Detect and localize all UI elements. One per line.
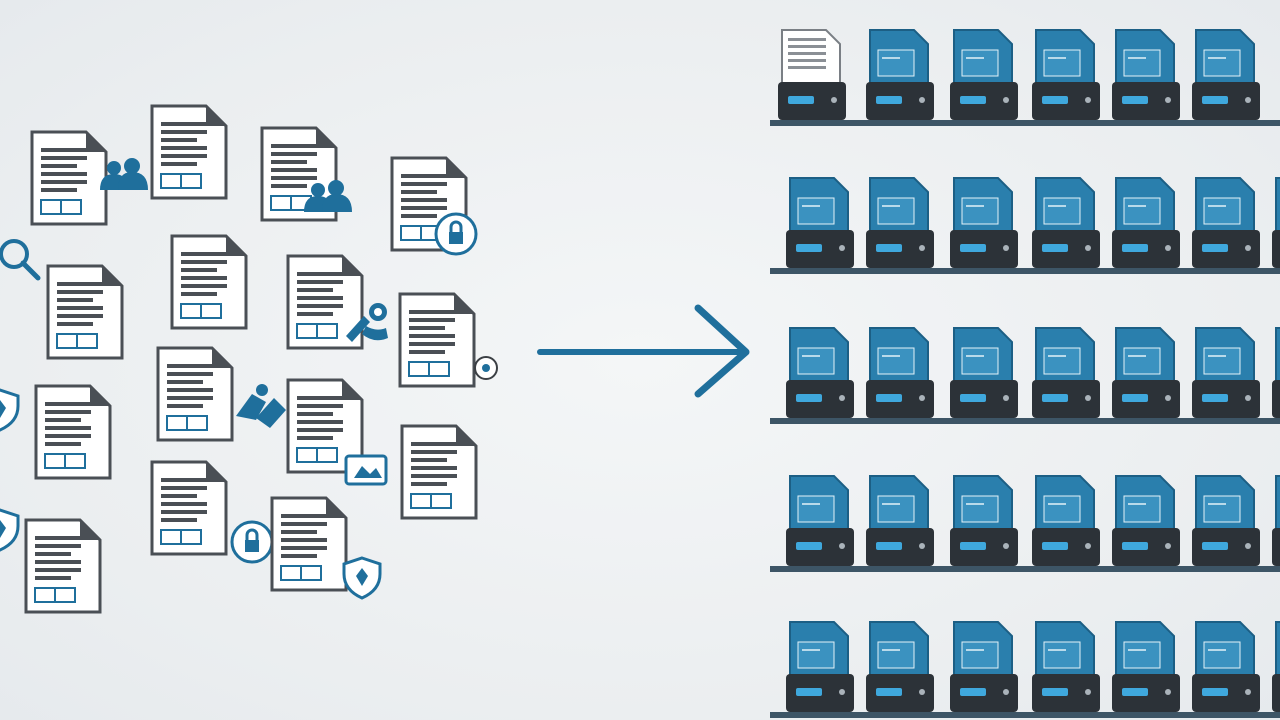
document <box>156 346 286 442</box>
server-unit <box>950 475 1018 566</box>
server-unit <box>786 327 854 418</box>
hands-icon <box>236 384 286 428</box>
storage-shelf <box>770 621 1280 718</box>
document <box>24 518 102 614</box>
server-unit <box>1192 177 1260 268</box>
storage-shelf <box>770 29 1280 126</box>
magnifier-icon <box>0 239 41 281</box>
document <box>286 378 388 486</box>
server-unit <box>1112 621 1180 712</box>
server-unit <box>786 177 854 268</box>
server-unit <box>1192 621 1260 712</box>
server-unit <box>950 327 1018 418</box>
document <box>34 384 112 480</box>
server-unit <box>1272 327 1280 418</box>
seal-icon <box>474 356 498 380</box>
document <box>46 264 124 360</box>
flow-arrow-group <box>537 304 750 398</box>
document <box>270 496 382 600</box>
organized-storage-group <box>770 29 1280 718</box>
server-unit <box>786 475 854 566</box>
server-unit <box>778 29 846 120</box>
shelf-plank <box>770 566 1280 572</box>
storage-shelf <box>770 327 1280 424</box>
server-unit <box>866 475 934 566</box>
server-unit <box>1112 475 1180 566</box>
lock-icon <box>230 520 274 564</box>
people-icon <box>304 180 352 212</box>
side-magnifier-icon <box>0 239 41 281</box>
shelf-plank <box>770 418 1280 424</box>
server-unit <box>1192 29 1260 120</box>
shield-icon <box>0 388 20 432</box>
document <box>150 460 274 564</box>
document <box>398 292 498 388</box>
server-unit <box>866 29 934 120</box>
server-unit <box>1032 177 1100 268</box>
server-unit <box>1272 621 1280 712</box>
server-unit <box>866 327 934 418</box>
server-unit <box>950 621 1018 712</box>
server-unit <box>786 621 854 712</box>
document <box>286 254 388 350</box>
server-unit <box>1272 475 1280 566</box>
server-unit <box>1112 29 1180 120</box>
tools-icon <box>346 303 388 342</box>
shelf-plank <box>770 268 1280 274</box>
server-unit <box>1112 327 1180 418</box>
side-shield-icon <box>0 388 20 432</box>
server-unit <box>1032 327 1100 418</box>
storage-shelf <box>770 475 1280 572</box>
server-unit <box>866 621 934 712</box>
server-unit <box>1272 177 1280 268</box>
document <box>390 156 478 256</box>
people-icon <box>100 158 148 190</box>
document <box>100 104 228 200</box>
lock-icon <box>434 212 478 256</box>
server-unit <box>950 177 1018 268</box>
document <box>170 234 248 330</box>
folder-icon <box>344 454 388 486</box>
shield-icon <box>342 556 382 600</box>
shelf-plank <box>770 712 1280 718</box>
unorganized-documents-group <box>0 104 498 614</box>
server-unit <box>1192 475 1260 566</box>
shelf-plank <box>770 120 1280 126</box>
document <box>400 424 478 520</box>
shield-icon <box>0 508 20 552</box>
server-unit <box>1112 177 1180 268</box>
server-unit <box>1032 29 1100 120</box>
document <box>30 130 108 226</box>
server-unit <box>1032 475 1100 566</box>
server-unit <box>1032 621 1100 712</box>
document <box>260 126 352 222</box>
server-unit <box>866 177 934 268</box>
server-unit <box>1192 327 1260 418</box>
storage-shelf <box>770 177 1280 274</box>
arrow-head-icon <box>694 304 750 398</box>
server-unit <box>950 29 1018 120</box>
side-shield-icon <box>0 508 20 552</box>
